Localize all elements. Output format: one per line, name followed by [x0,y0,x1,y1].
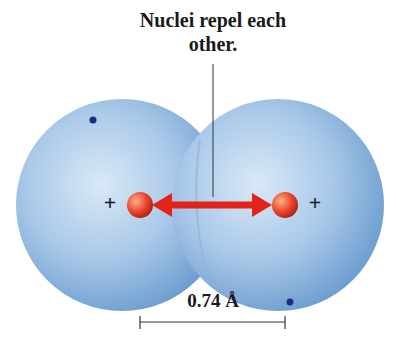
electron-dot [287,299,294,306]
arrow-head [152,193,172,217]
arrow-head [252,193,272,217]
dimension-tick [139,316,140,329]
leader-line [213,64,214,197]
charge-sign: + [305,190,325,216]
callout-text: Nuclei repel each other. [118,8,308,56]
dimension-line [140,321,285,322]
dimension-tick [284,316,285,329]
nucleus [272,192,298,218]
nucleus [127,192,153,218]
dimension-label: 0.74 Å [158,290,268,313]
repulsion-arrow [166,202,258,209]
electron-dot [90,117,97,124]
charge-sign: + [100,190,120,216]
